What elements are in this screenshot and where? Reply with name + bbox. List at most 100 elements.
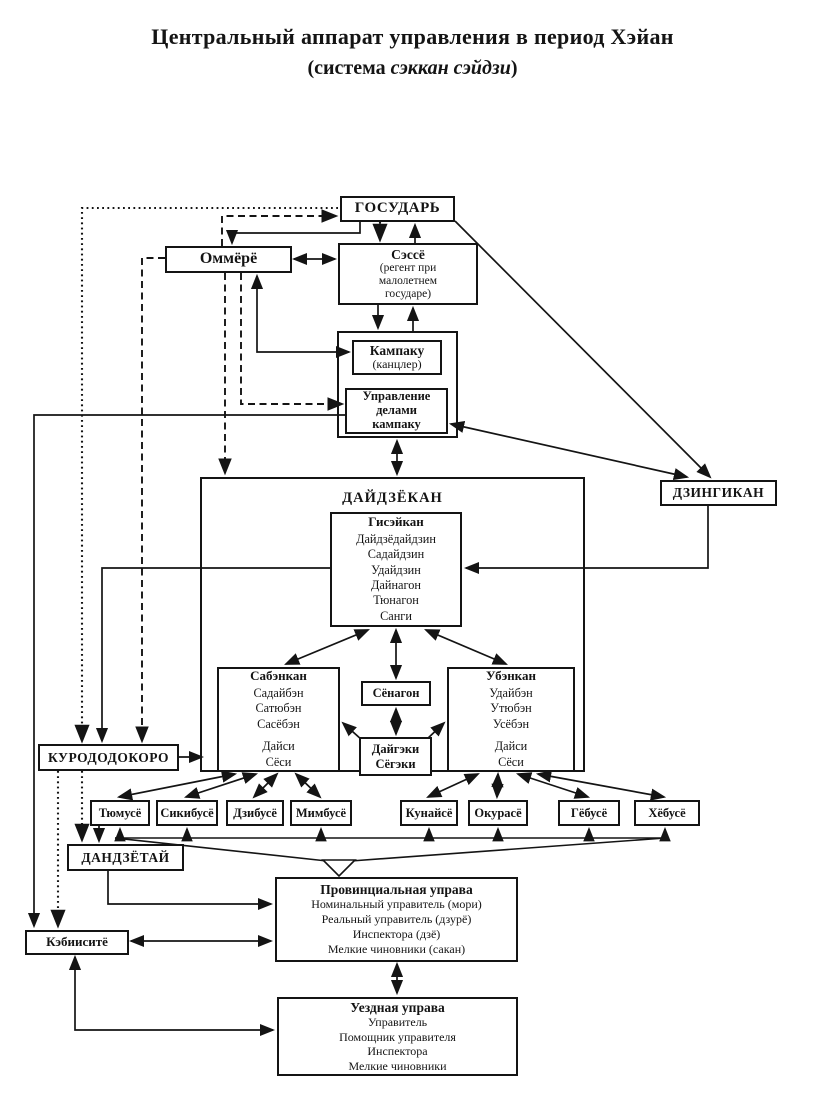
node-sabenkan: Сабэнкан Садайбэн Сатюбэн Сасёбэн Дайси … xyxy=(217,667,340,772)
kampaku-sub: (канцлер) xyxy=(372,357,422,372)
node-ministry-kunayse: Кунайсё xyxy=(400,800,458,826)
node-ubenkan: Убэнкан Удайбэн Утюбэн Усёбэн Дайси Сёси xyxy=(447,667,575,772)
sesse-sub1: (регент при xyxy=(379,262,437,275)
edge-sabenkan-tyumuse-both xyxy=(116,770,238,801)
node-ministry-tyumuse: Тюмусё xyxy=(90,800,150,826)
sabenkan-member: Садайбэн xyxy=(253,685,304,700)
edge-daigeki-sabenkan xyxy=(341,721,363,741)
giseikan-member: Садайдзин xyxy=(367,547,425,562)
edge-ubenkan-hebuse-both xyxy=(535,770,667,801)
dzingikan-label: ДЗИНГИКАН xyxy=(672,485,765,501)
provincial-line: Номинальный управитель (мори) xyxy=(311,897,482,912)
ommyoryo-label: Оммёрё xyxy=(199,250,258,268)
edge-gosudar-ommyoryo xyxy=(225,222,361,246)
edge-ubenkan-kunayse-both xyxy=(426,773,480,798)
node-provincial-uprava: Провинциальная управа Номинальный управи… xyxy=(275,877,518,962)
upravlenie-line2: делами xyxy=(376,403,417,418)
sabenkan-title: Сабэнкан xyxy=(250,668,307,684)
giseikan-member: Тюнагон xyxy=(373,593,419,608)
provincial-title: Провинциальная управа xyxy=(320,881,473,897)
node-ministry-dzibuse: Дзибусё xyxy=(226,800,284,826)
uezd-line: Мелкие чиновники xyxy=(348,1058,447,1073)
ministry-label: Тюмусё xyxy=(98,805,142,820)
provincial-line: Мелкие чиновники (сакан) xyxy=(327,942,466,957)
node-sesse: Сэссё (регент при малолетнем государе) xyxy=(338,243,478,305)
title-line-1: Центральный аппарат управления в период … xyxy=(151,24,674,49)
edge-kebiisite-uezd-both xyxy=(68,954,276,1037)
sabenkan-staff: Сёси xyxy=(265,754,292,769)
ubenkan-member: Удайбэн xyxy=(489,685,533,700)
uezd-line: Инспектора xyxy=(367,1044,428,1059)
edge-ommyoryo-kampaku-both xyxy=(250,273,352,359)
giseikan-member: Дайнагон xyxy=(371,577,421,592)
uezd-title: Уездная управа xyxy=(350,999,445,1015)
edge-dandzetai-provincial xyxy=(107,871,274,911)
edge-ommyoryo-gosudar-dashed xyxy=(221,209,339,246)
edge-ommyoryo-kurododokoro-dashed xyxy=(135,257,165,744)
giseikan-member: Санги xyxy=(380,608,412,623)
kurododokoro-label: КУРОДОДОКОРО xyxy=(48,749,169,765)
upravlenie-line1: Управление xyxy=(362,389,431,404)
node-ministry-okurase: Окурасё xyxy=(468,800,528,826)
sabenkan-staff: Дайси xyxy=(262,739,295,754)
sabenkan-member: Сатюбэн xyxy=(255,701,302,716)
uezd-line: Помощник управителя xyxy=(339,1029,456,1044)
rail-slant-left xyxy=(114,837,328,862)
edge-upravlenie-dzingikan-both xyxy=(448,420,690,481)
sesse-sub3: государе) xyxy=(384,288,432,301)
title-line-2-suffix: ) xyxy=(510,57,518,79)
ministry-label: Мимбусё xyxy=(295,805,347,820)
open-arrow-provincial xyxy=(321,859,357,878)
daigeki-line2: Сёгэки xyxy=(375,756,416,771)
node-ommyoryo: Оммёрё xyxy=(165,246,292,273)
title-line-2-prefix: (система xyxy=(307,57,391,79)
gosudar-label: ГОСУДАРЬ xyxy=(354,200,441,217)
title-line-2: (система сэккан сэйдзи) xyxy=(0,57,825,80)
node-ministry-gebuse: Гёбусё xyxy=(558,800,620,826)
page-title: Центральный аппарат управления в период … xyxy=(0,24,825,80)
ubenkan-staff: Дайси xyxy=(494,739,528,754)
node-kampaku: Кампаку (канцлер) xyxy=(352,340,442,375)
ministry-label: Сикибусё xyxy=(160,805,214,820)
dandzetai-label: ДАНДЗЁТАЙ xyxy=(81,849,170,865)
edge-gosudar-kurododokoro-dotted xyxy=(74,206,338,744)
provincial-line: Инспектора (дзё) xyxy=(352,927,441,942)
node-gosudar: ГОСУДАРЬ xyxy=(340,196,455,222)
sabenkan-member: Сасёбэн xyxy=(257,716,300,731)
ubenkan-member: Усёбэн xyxy=(492,716,530,731)
upravlenie-line3: кампаку xyxy=(372,416,421,431)
giseikan-member: Удайдзин xyxy=(371,562,421,577)
giseikan-member: Дайдзёдайдзин xyxy=(356,531,436,546)
ubenkan-staff: Сёси xyxy=(498,754,524,769)
node-shonagon: Сёнагон xyxy=(361,681,431,706)
node-upravlenie-delami-kampaku: Управление делами кампаку xyxy=(345,388,448,434)
ministry-label: Дзибусё xyxy=(233,805,277,820)
kebiisite-label: Кэбииситё xyxy=(46,934,108,950)
daigeki-line1: Дайгэки xyxy=(371,741,420,756)
kampaku-title: Кампаку xyxy=(369,342,425,358)
ubenkan-member: Утюбэн xyxy=(490,701,532,716)
edge-giseikan-ubenkan-both xyxy=(424,629,508,665)
daijokan-label: ДАЙДЗЁКАН xyxy=(342,490,443,506)
uezd-line: Управитель xyxy=(367,1015,428,1030)
node-ministry-hebuse: Хёбусё xyxy=(634,800,700,826)
edge-giseikan-kurododokoro xyxy=(95,567,330,744)
kampaku-group-frame xyxy=(337,331,458,438)
ministry-label: Хёбусё xyxy=(648,805,686,820)
edge-sabenkan-sikibuse-both xyxy=(183,772,259,799)
ministry-label: Кунайсё xyxy=(405,805,453,820)
edge-giseikan-sabenkan-both xyxy=(284,629,370,665)
edge-ubenkan-okurase-both xyxy=(491,771,504,800)
edge-dzingikan-giseikan xyxy=(463,506,709,575)
node-dzingikan: ДЗИНГИКАН xyxy=(660,480,777,506)
sesse-sub2: малолетнем xyxy=(378,275,438,288)
edge-sabenkan-mimbuse-both xyxy=(294,772,322,799)
node-dandzetai: ДАНДЗЁТАЙ xyxy=(67,844,184,871)
node-kurododokoro: КУРОДОДОКОРО xyxy=(38,744,179,771)
edge-gosudar-dzingikan xyxy=(454,220,712,479)
ministry-label: Гёбусё xyxy=(570,805,608,820)
rail-slant-right xyxy=(350,837,666,862)
ministry-label: Окурасё xyxy=(474,805,522,820)
giseikan-title: Гисэйкан xyxy=(368,513,424,529)
